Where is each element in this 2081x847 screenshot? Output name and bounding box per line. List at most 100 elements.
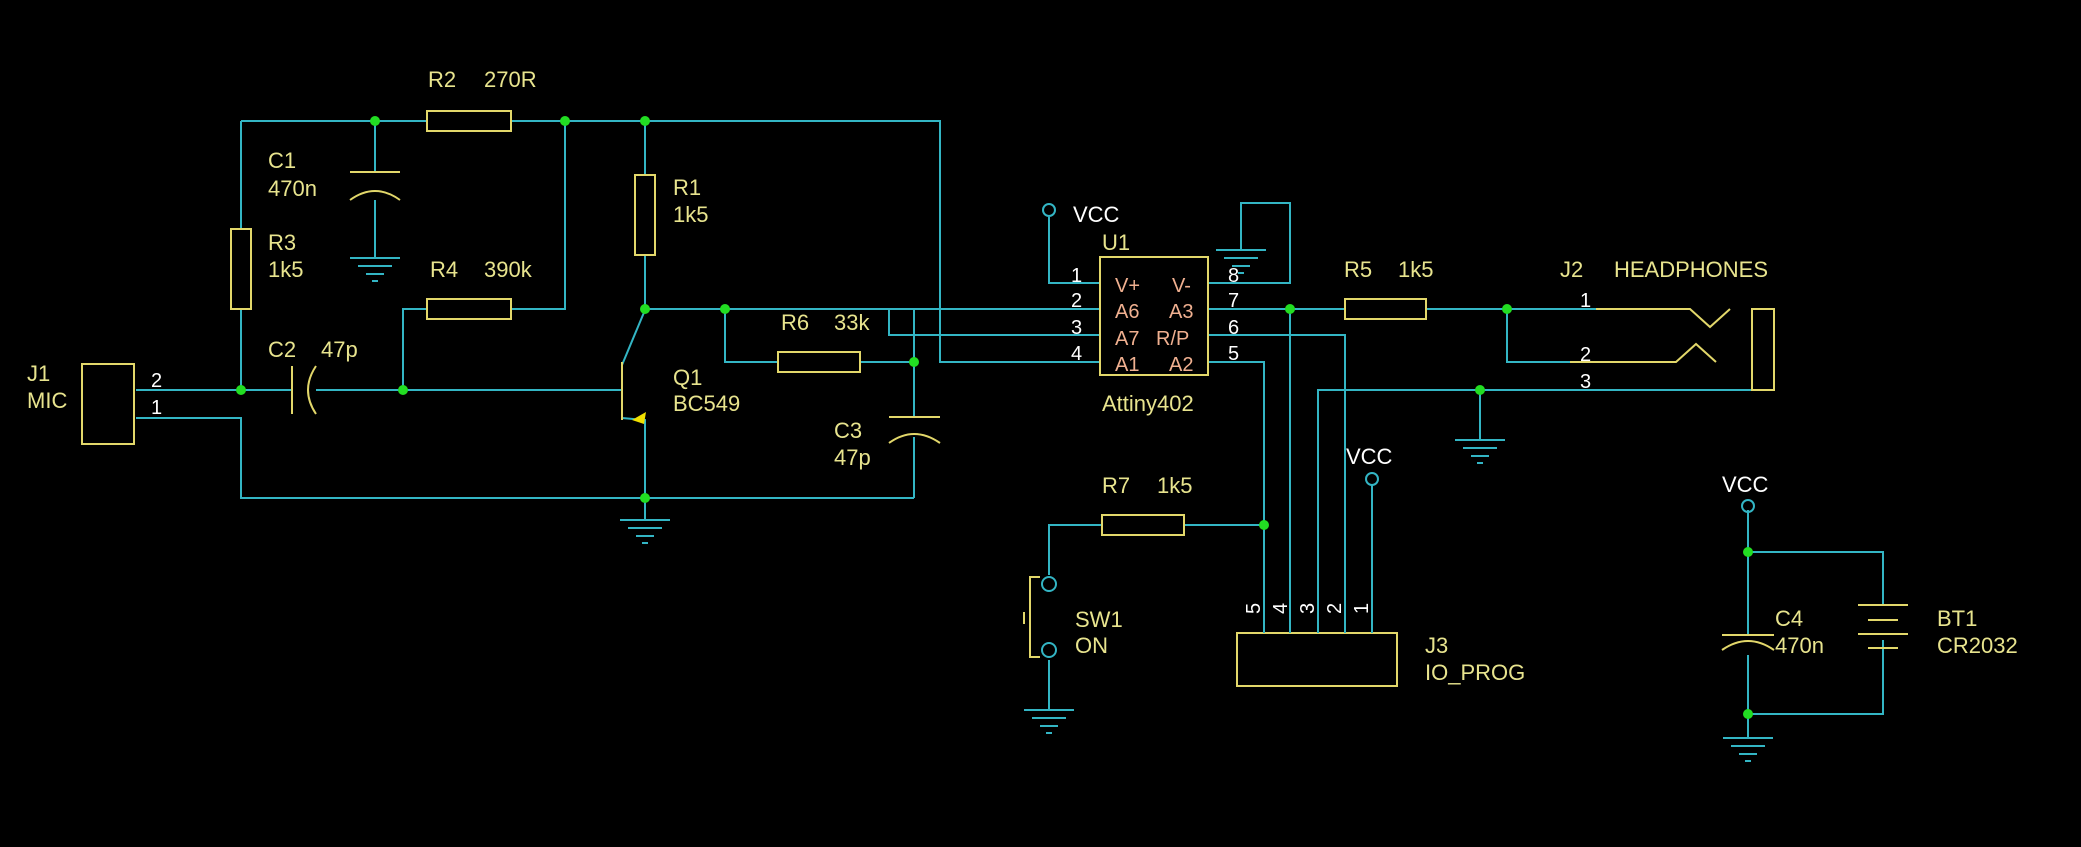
r5-ref: R5 bbox=[1344, 257, 1372, 282]
vcc-port-icon bbox=[1365, 472, 1379, 486]
ground-icon bbox=[1216, 249, 1266, 274]
u1-label-a3: A3 bbox=[1169, 301, 1193, 323]
r3-value: 1k5 bbox=[268, 257, 303, 282]
ground-icon bbox=[1455, 439, 1505, 464]
r5-value: 1k5 bbox=[1398, 257, 1433, 282]
u1-pin-3: 3 bbox=[1071, 317, 1082, 339]
j3-pin-5: 5 bbox=[1243, 603, 1265, 614]
u1-pin-6: 6 bbox=[1228, 317, 1239, 339]
capacitor-c1: C1 470n bbox=[268, 148, 401, 201]
ground-symbols bbox=[350, 249, 1773, 762]
jack-tip-icon bbox=[1596, 308, 1731, 329]
u1-value: Attiny402 bbox=[1102, 391, 1194, 416]
ground-icon bbox=[1024, 709, 1074, 734]
u1-label-a6: A6 bbox=[1115, 301, 1139, 323]
resistor-icon bbox=[1344, 298, 1427, 320]
u1-pin-2: 2 bbox=[1071, 290, 1082, 312]
resistor-icon bbox=[634, 174, 656, 256]
wires bbox=[136, 120, 1884, 738]
r6-ref: R6 bbox=[781, 310, 809, 335]
u1-pin-7: 7 bbox=[1228, 290, 1239, 312]
battery-bt1: BT1 CR2032 bbox=[1858, 604, 2018, 658]
capacitor-icon bbox=[307, 365, 317, 415]
capacitor-icon bbox=[1721, 640, 1775, 651]
j2-ref: J2 bbox=[1560, 257, 1583, 282]
r2-value: 270R bbox=[484, 67, 537, 92]
sw1-value: ON bbox=[1075, 633, 1108, 658]
j3-pin-1: 1 bbox=[1351, 603, 1373, 614]
j1-value: MIC bbox=[27, 388, 67, 413]
capacitor-c4: C4 470n bbox=[1721, 606, 1824, 658]
resistor-r4: R4 390k bbox=[426, 257, 533, 320]
connector-icon bbox=[81, 363, 135, 445]
jack-sleeve-icon bbox=[1751, 308, 1775, 391]
j2-pin-2: 2 bbox=[1580, 344, 1591, 366]
capacitor-c2: C2 47p bbox=[268, 337, 358, 415]
ground-icon bbox=[620, 519, 670, 544]
resistor-icon bbox=[426, 110, 512, 132]
vcc-label-u1: VCC bbox=[1073, 202, 1120, 227]
vcc-label-j3: VCC bbox=[1346, 444, 1393, 469]
resistor-icon bbox=[230, 228, 252, 310]
resistor-icon bbox=[426, 298, 512, 320]
resistor-r7: R7 1k5 bbox=[1101, 473, 1192, 536]
resistor-r2: R2 270R bbox=[426, 67, 537, 132]
capacitor-icon bbox=[888, 433, 941, 444]
j3-pin-3: 3 bbox=[1297, 603, 1319, 614]
vcc-label-bt1: VCC bbox=[1722, 472, 1769, 497]
u1-pin-1: 1 bbox=[1071, 265, 1082, 287]
u1-label-a2: A2 bbox=[1169, 354, 1193, 376]
capacitor-c3: C3 47p bbox=[834, 416, 941, 470]
c1-ref: C1 bbox=[268, 148, 296, 173]
u1-ref: U1 bbox=[1102, 230, 1130, 255]
u1-label-vplus: V+ bbox=[1115, 275, 1140, 297]
vcc-port-icon bbox=[1741, 499, 1755, 513]
connector-j3: 5 4 3 2 1 J3 IO_PROG bbox=[1236, 603, 1525, 687]
u1-pin-5: 5 bbox=[1228, 343, 1239, 365]
u1-pin-4: 4 bbox=[1071, 343, 1082, 365]
connector-j2: 1 2 3 J2 HEADPHONES bbox=[1560, 257, 1775, 393]
j3-pin-4: 4 bbox=[1270, 603, 1292, 614]
j2-value: HEADPHONES bbox=[1614, 257, 1768, 282]
connector-j1: 2 1 J1 MIC bbox=[27, 361, 162, 445]
resistor-icon bbox=[1101, 514, 1185, 536]
j1-pin-1: 1 bbox=[151, 397, 162, 419]
r2-ref: R2 bbox=[428, 67, 456, 92]
j1-pin-2: 2 bbox=[151, 370, 162, 392]
capacitor-icon bbox=[349, 190, 401, 201]
c4-value: 470n bbox=[1775, 633, 1824, 658]
j2-pin-3: 3 bbox=[1580, 371, 1591, 393]
c3-ref: C3 bbox=[834, 418, 862, 443]
switch-sw1: SW1 ON bbox=[1023, 576, 1123, 658]
resistor-r3: R3 1k5 bbox=[230, 228, 303, 310]
resistor-icon bbox=[777, 351, 861, 373]
u1-label-a7: A7 bbox=[1115, 328, 1139, 350]
u1-label-a1: A1 bbox=[1115, 354, 1139, 376]
vcc-port-icon bbox=[1042, 203, 1056, 217]
c2-ref: C2 bbox=[268, 337, 296, 362]
resistor-r1: R1 1k5 bbox=[634, 174, 708, 256]
r6-value: 33k bbox=[834, 310, 870, 335]
u1-label-rp: R/P bbox=[1156, 328, 1189, 350]
j3-value: IO_PROG bbox=[1425, 660, 1525, 685]
j2-pin-1: 1 bbox=[1580, 290, 1591, 312]
c2-value: 47p bbox=[321, 337, 358, 362]
r4-ref: R4 bbox=[430, 257, 458, 282]
r4-value: 390k bbox=[484, 257, 533, 282]
q1-value: BC549 bbox=[673, 391, 740, 416]
j3-pin-2: 2 bbox=[1324, 603, 1346, 614]
c3-value: 47p bbox=[834, 445, 871, 470]
r1-ref: R1 bbox=[673, 175, 701, 200]
resistor-r6: R6 33k bbox=[777, 310, 870, 373]
u1-pin-8: 8 bbox=[1228, 265, 1239, 287]
ic-u1: U1 Attiny402 1 2 3 4 V+ A6 A7 A1 8 7 6 5… bbox=[1071, 230, 1239, 416]
transistor-q1: Q1 BC549 bbox=[621, 362, 740, 424]
resistor-r5: R5 1k5 bbox=[1344, 257, 1433, 320]
j1-ref: J1 bbox=[27, 361, 50, 386]
j3-ref: J3 bbox=[1425, 633, 1448, 658]
pushbutton-icon bbox=[1029, 576, 1040, 658]
bt1-value: CR2032 bbox=[1937, 633, 2018, 658]
c4-ref: C4 bbox=[1775, 606, 1803, 631]
q1-ref: Q1 bbox=[673, 365, 702, 390]
